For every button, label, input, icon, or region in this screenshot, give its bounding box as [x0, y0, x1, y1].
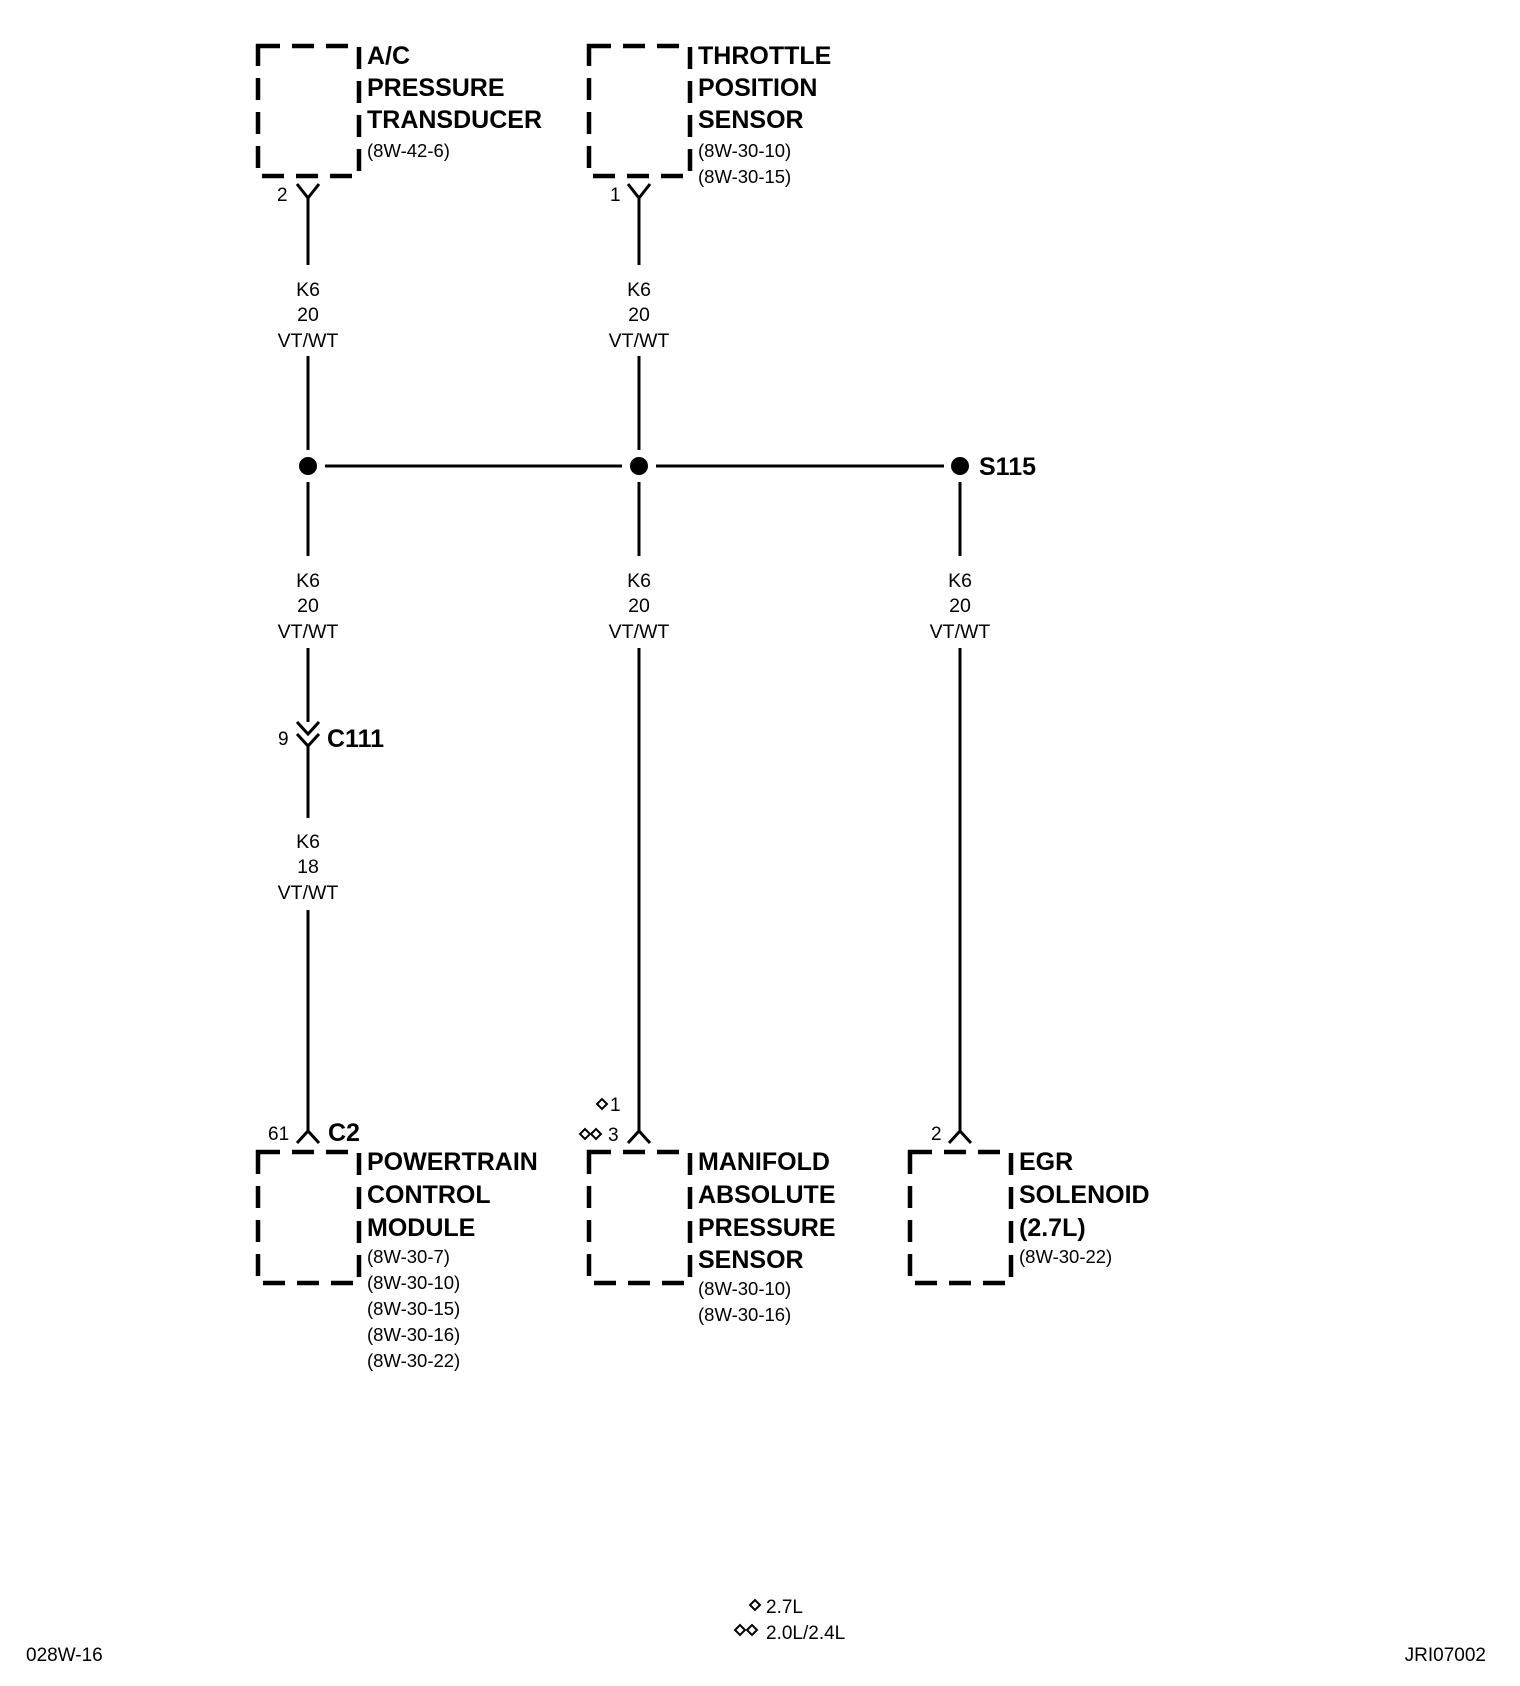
throttle-position-sensor: THROTTLE POSITION SENSOR (8W-30-10) (8W-… [586, 42, 831, 206]
manifold-absolute-pressure-sensor: MANIFOLD ABSOLUTE PRESSURE SENSOR (8W-30… [586, 1148, 836, 1325]
pcm-branch: K6 20 VT/WT 9 C111 K6 18 VT/WT 61 C2 [268, 482, 384, 1147]
ac-pressure-transducer: A/C PRESSURE TRANSDUCER (8W-42-6) 2 [255, 42, 542, 206]
map-title-4: SENSOR [698, 1246, 804, 1274]
splice-node-right [951, 457, 969, 475]
pcm-connector-terminal [295, 1128, 321, 1145]
ac-transducer-pin: 2 [277, 185, 288, 206]
egr-title-2: SOLENOID [1019, 1181, 1150, 1209]
tps-connector-terminal [626, 183, 652, 201]
pcm-ref-1: (8W-30-7) [367, 1246, 450, 1267]
tps-title-3: SENSOR [698, 106, 804, 134]
egr-title-3: (2.7L) [1019, 1214, 1086, 1242]
tps-outline [586, 43, 693, 179]
legend-double-diamond-icon-2 [745, 1623, 759, 1637]
ac-wire-color: VT/WT [278, 330, 339, 352]
legend-single-diamond-label: 2.7L [766, 1597, 803, 1618]
engine-legend: 2.7L 2.0L/2.4L [733, 1597, 845, 1644]
map-pin-a-diamond-icon [595, 1097, 609, 1111]
ac-transducer-connector-terminal [295, 183, 321, 201]
splice-label: S115 [979, 453, 1036, 481]
egr-outline [907, 1149, 1014, 1286]
map-branch: K6 20 VT/WT 1 3 [578, 482, 670, 1146]
map-title-3: PRESSURE [698, 1214, 836, 1242]
tps-title-2: POSITION [698, 74, 817, 102]
pcm-pin: 61 [268, 1124, 289, 1145]
map-wire-color: VT/WT [609, 621, 670, 643]
pcm-title-3: MODULE [367, 1214, 475, 1242]
pcm-title-1: POWERTRAIN [367, 1148, 538, 1176]
c111-terminal-upper [295, 720, 321, 737]
footer-right-code: JRI07002 [1405, 1645, 1486, 1666]
pcm-ref-4: (8W-30-16) [367, 1324, 460, 1345]
map-outline [586, 1149, 693, 1286]
pcm-lower-wire-color: VT/WT [278, 882, 339, 904]
pcm-title-2: CONTROL [367, 1181, 491, 1209]
ac-transducer-title-2: PRESSURE [367, 74, 505, 102]
tps-wire-circuit: K6 [627, 279, 651, 301]
map-connector-terminal [626, 1128, 652, 1145]
pcm-lower-wire-circuit: K6 [296, 831, 320, 853]
splice-node-left [299, 457, 317, 475]
map-wire-circuit: K6 [627, 570, 651, 592]
pcm-wire-gauge: 20 [297, 595, 319, 617]
map-ref-1: (8W-30-10) [698, 1278, 791, 1299]
legend-single-diamond-icon [748, 1598, 762, 1612]
pcm-wire-color: VT/WT [278, 621, 339, 643]
egr-pin: 2 [931, 1124, 942, 1145]
footer-left-code: 028W-16 [26, 1645, 103, 1666]
pcm-wire-circuit: K6 [296, 570, 320, 592]
ac-transducer-title-3: TRANSDUCER [367, 106, 542, 134]
tps-wire-gauge: 20 [628, 304, 650, 326]
map-title-2: ABSOLUTE [698, 1181, 836, 1209]
map-pin-b-diamond-icon-1 [578, 1127, 592, 1141]
map-ref-2: (8W-30-16) [698, 1304, 791, 1325]
c111-label: C111 [327, 725, 384, 753]
tps-title-1: THROTTLE [698, 42, 831, 70]
tps-ref-2: (8W-30-15) [698, 166, 791, 187]
egr-title-1: EGR [1019, 1148, 1073, 1176]
upper-wires: K6 20 VT/WT K6 20 VT/WT [278, 198, 670, 450]
ac-transducer-ref-1: (8W-42-6) [367, 140, 450, 161]
ac-transducer-outline [255, 43, 362, 179]
egr-wire-color: VT/WT [930, 621, 991, 643]
map-title-1: MANIFOLD [698, 1148, 830, 1176]
egr-ref-1: (8W-30-22) [1019, 1246, 1112, 1267]
ac-transducer-title-1: A/C [367, 42, 410, 70]
splice-node-center [630, 457, 648, 475]
ac-wire-circuit: K6 [296, 279, 320, 301]
legend-double-diamond-icon-1 [733, 1623, 747, 1637]
pcm-connector-label: C2 [328, 1119, 360, 1147]
egr-solenoid: EGR SOLENOID (2.7L) (8W-30-22) [907, 1148, 1150, 1286]
map-pin-b: 3 [608, 1125, 619, 1146]
pcm-ref-2: (8W-30-10) [367, 1272, 460, 1293]
ac-wire-gauge: 20 [297, 304, 319, 326]
pcm-ref-3: (8W-30-15) [367, 1298, 460, 1319]
egr-connector-terminal [947, 1128, 973, 1145]
egr-wire-gauge: 20 [949, 595, 971, 617]
map-pin-a: 1 [610, 1095, 621, 1116]
legend-double-diamond-label: 2.0L/2.4L [766, 1623, 845, 1644]
powertrain-control-module: POWERTRAIN CONTROL MODULE (8W-30-7) (8W-… [255, 1148, 538, 1371]
egr-branch: K6 20 VT/WT 2 [930, 482, 991, 1145]
splice-bus: S115 [299, 453, 1036, 481]
pcm-outline [255, 1149, 362, 1286]
tps-pin: 1 [610, 185, 621, 206]
c111-pin: 9 [278, 729, 289, 750]
tps-ref-1: (8W-30-10) [698, 140, 791, 161]
egr-wire-circuit: K6 [948, 570, 972, 592]
pcm-lower-wire-gauge: 18 [297, 856, 319, 878]
tps-wire-color: VT/WT [609, 330, 670, 352]
map-pin-b-diamond-icon-2 [589, 1127, 603, 1141]
map-wire-gauge: 20 [628, 595, 650, 617]
pcm-ref-5: (8W-30-22) [367, 1350, 460, 1371]
